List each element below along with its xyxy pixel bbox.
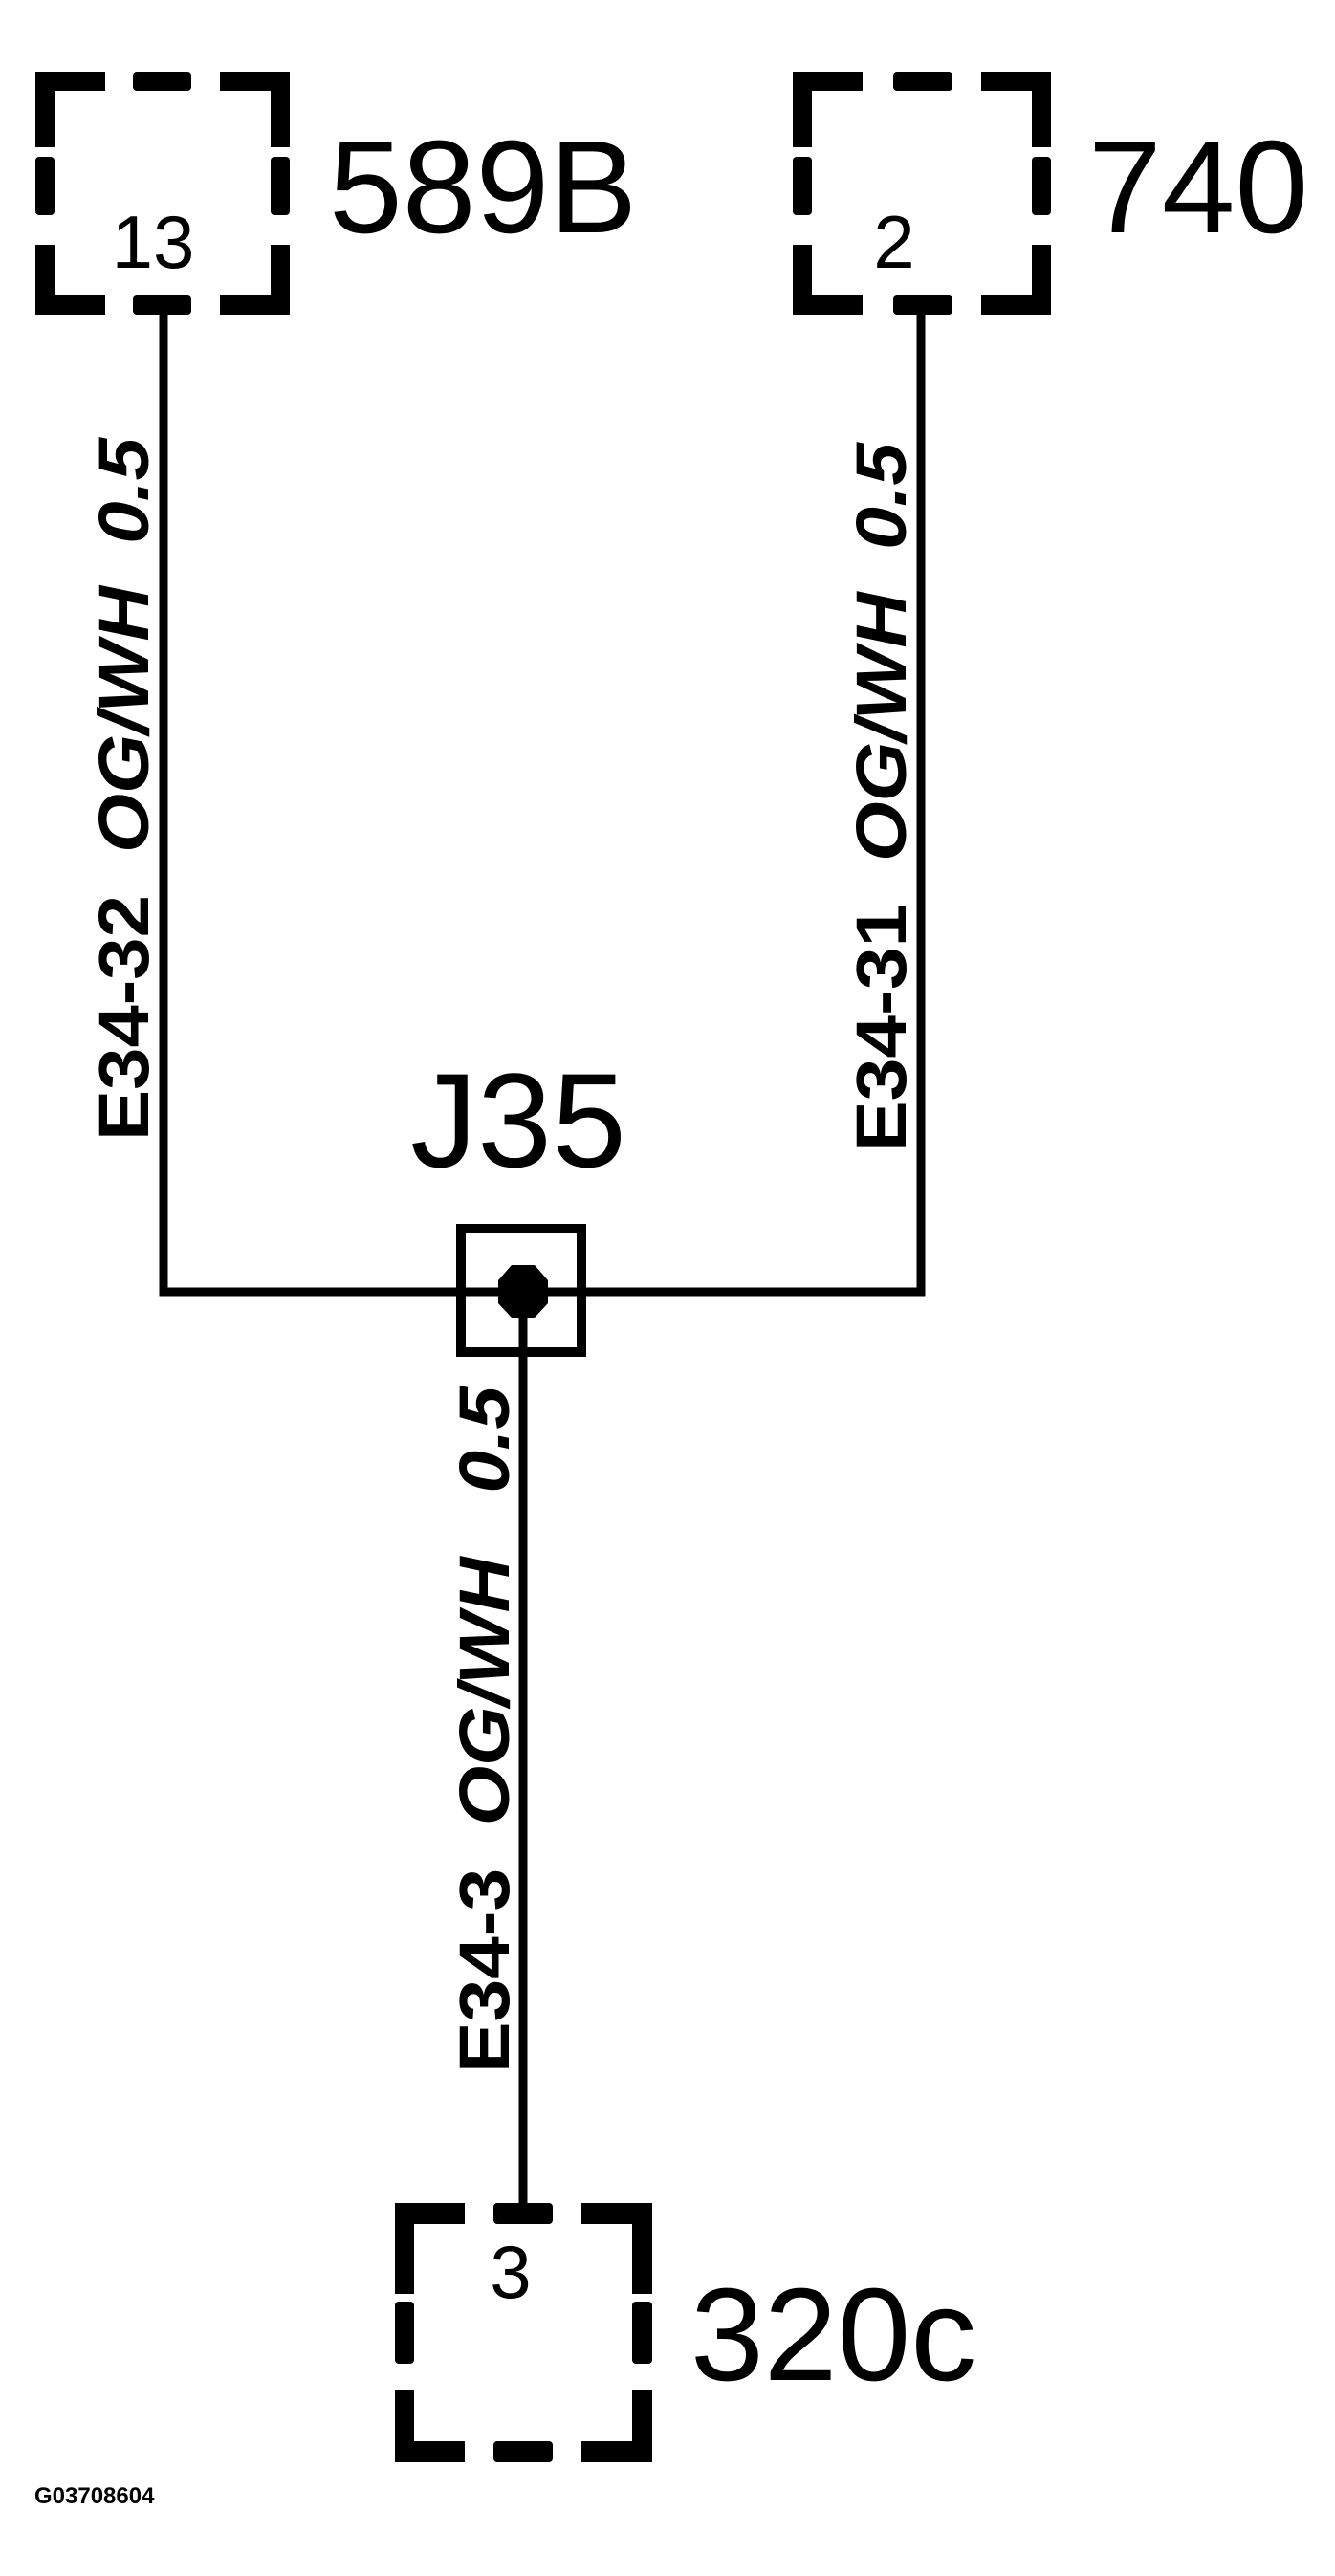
svg-text:E34-32 OG/WH 0.5: E34-32 OG/WH 0.5 bbox=[84, 436, 164, 1141]
figure-id: G03708604 bbox=[34, 2483, 155, 2509]
wire-label-e34-32: E34-32 OG/WH 0.5 bbox=[84, 436, 164, 1141]
svg-text:E34-31 OG/WH 0.5: E34-31 OG/WH 0.5 bbox=[842, 441, 921, 1152]
component-label-740: 740 bbox=[1088, 114, 1308, 261]
wire-circuit: E34-31 bbox=[842, 905, 921, 1152]
component-740-box bbox=[793, 72, 1051, 315]
pin-label-13: 13 bbox=[112, 200, 195, 284]
wire-circuit: E34-3 bbox=[445, 1868, 524, 2073]
wire-size: 0.5 bbox=[84, 436, 164, 544]
wire-label-e34-31: E34-31 OG/WH 0.5 bbox=[842, 441, 921, 1152]
wire-color: OG/WH bbox=[84, 584, 164, 852]
wire-label-e34-3: E34-3 OG/WH 0.5 bbox=[445, 1385, 524, 2073]
component-589b-box bbox=[35, 72, 290, 315]
component-320c-box bbox=[395, 2203, 652, 2462]
pin-label-2: 2 bbox=[873, 200, 914, 284]
component-label-320c: 320c bbox=[690, 2261, 976, 2409]
wire-color: OG/WH bbox=[842, 591, 921, 862]
wire-size: 0.5 bbox=[842, 441, 921, 550]
junction-j35-box bbox=[456, 1224, 586, 1357]
junction-label-j35: J35 bbox=[410, 1045, 626, 1195]
wire-size: 0.5 bbox=[445, 1385, 524, 1494]
pin-label-3: 3 bbox=[490, 2230, 531, 2314]
junction-dot-icon bbox=[498, 1265, 548, 1318]
component-label-589b: 589B bbox=[329, 114, 637, 261]
svg-text:E34-3 OG/WH 0.5: E34-3 OG/WH 0.5 bbox=[445, 1385, 524, 2073]
wire-color: OG/WH bbox=[445, 1556, 524, 1826]
wire-circuit: E34-32 bbox=[84, 895, 164, 1141]
